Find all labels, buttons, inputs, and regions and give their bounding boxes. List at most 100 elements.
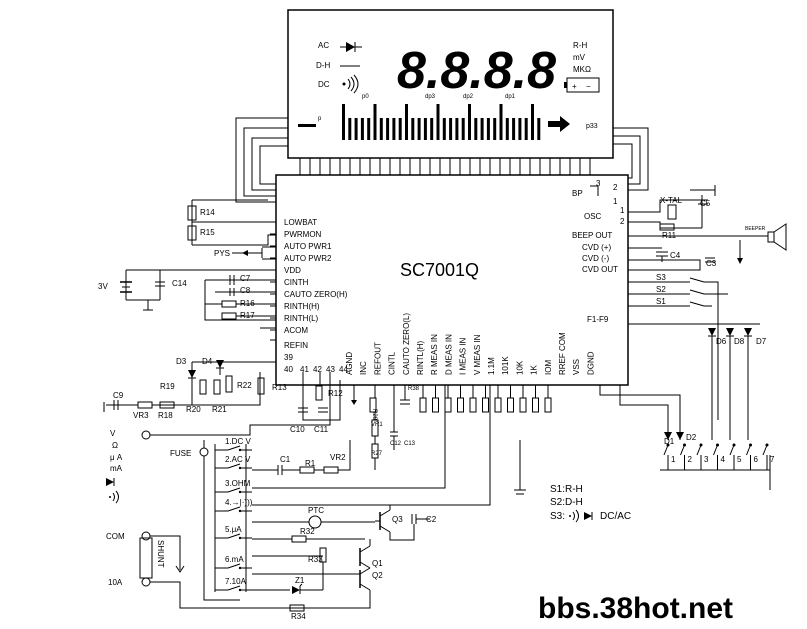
- bargraph-segment: [474, 118, 478, 140]
- switch-number: 2: [688, 455, 693, 464]
- watermark: bbs.38hot.net: [538, 592, 733, 625]
- ic-pin-label: 1K: [530, 365, 539, 375]
- ic-pin-label: RINTL(H): [416, 340, 425, 375]
- bargraph-segment: [461, 118, 465, 140]
- r20-label: R20: [186, 405, 201, 414]
- bargraph-segment: [398, 118, 402, 140]
- lcd-dc-label: DC: [318, 80, 330, 89]
- bargraph-segment: [423, 118, 427, 140]
- ic-pin-label: ACOM: [284, 326, 308, 335]
- lcd-mkohm-label: MKΩ: [573, 65, 591, 74]
- bargraph-segment: [524, 118, 528, 140]
- ic-pin-label: IOM: [544, 360, 553, 375]
- r34-label: R34: [291, 612, 306, 621]
- legend-s3: S3:: [550, 511, 565, 522]
- ptc-label: PTC: [308, 506, 324, 515]
- fuse-label: FUSE: [170, 449, 191, 458]
- svg-text:43: 43: [326, 365, 335, 374]
- ic-pin-label: AUTO PWR2: [284, 254, 332, 263]
- bottom-resistor: [444, 397, 452, 413]
- right-support-circuit: X-TAL C5 R11 BEEPER C4 C3 S3 S2 S1 D6: [599, 185, 787, 490]
- r18-label: R18: [158, 411, 173, 420]
- lcd-connection-lines: [299, 158, 591, 175]
- d3-label: D3: [176, 357, 187, 366]
- range-switch-item: 4.→|·))): [225, 498, 253, 507]
- c2-label: C2: [426, 515, 437, 524]
- ic-pin-label: VDD: [284, 266, 301, 275]
- bargraph-segment: [430, 118, 434, 140]
- 10a-jack: [141, 577, 151, 587]
- lcd-mv-label: mV: [573, 53, 586, 62]
- vr1-label: VR1: [371, 422, 383, 428]
- ic-beep-out: BEEP OUT: [572, 231, 612, 240]
- bargraph-segment: [480, 118, 484, 140]
- battery-icon: + −: [564, 77, 600, 93]
- bargraph-segment: [373, 104, 377, 140]
- r14-label: R14: [200, 208, 215, 217]
- q2-label: Q2: [372, 571, 383, 580]
- lcd-dp2-label: dp2: [463, 94, 474, 100]
- svg-text:p: p: [318, 116, 322, 122]
- pys-label: PYS: [214, 249, 230, 258]
- range-switch-item: 3.OHM: [225, 479, 251, 488]
- range-switch-item: 5.μA: [225, 525, 242, 534]
- ic-pin-label: V MEAS IN: [473, 334, 482, 375]
- bargraph-segment: [392, 118, 396, 140]
- ic-pin-label: VSS: [572, 359, 581, 375]
- ic-pin-label: RREF COM: [558, 332, 567, 375]
- ic-pin-label: DGND: [586, 351, 595, 375]
- r1-label: R1: [305, 459, 316, 468]
- bargraph-segment: [342, 104, 345, 140]
- com-jack: [141, 531, 151, 541]
- bargraph-segment: [505, 118, 509, 140]
- r15-label: R15: [200, 228, 215, 237]
- lcd-dp1-label: dp1: [505, 94, 516, 100]
- d7-label: D7: [756, 337, 767, 346]
- d1-label: D1: [664, 437, 675, 446]
- s2-label: S2: [656, 285, 666, 294]
- bargraph-segment: [367, 118, 371, 140]
- bargraph-minus-icon: p: [298, 116, 322, 127]
- lcd-p0-label: p0: [362, 94, 369, 100]
- ic-pin-label: CINTL: [388, 351, 397, 375]
- vr3-label: VR3: [133, 411, 149, 420]
- ic-pin-label: RINTH(L): [284, 314, 319, 323]
- legend-beeper-icon: [569, 509, 579, 523]
- ic-pin-label: CAUTO ZERO(H): [284, 290, 348, 299]
- legend-s3-value: DC/AC: [600, 511, 631, 522]
- bottom-resistor: [519, 397, 527, 413]
- ic-pin-label: I MEAS IN: [459, 337, 468, 375]
- lcd-p33-label: p33: [586, 123, 598, 130]
- input-v-jack: [141, 430, 151, 440]
- ic-f1-f9: F1-F9: [587, 315, 609, 324]
- xtal-label: X-TAL: [660, 196, 683, 205]
- bottom-resistor: [494, 397, 502, 413]
- com-label: COM: [106, 532, 125, 541]
- q3-transistor-icon: [375, 509, 391, 533]
- svg-text:40: 40: [284, 365, 293, 374]
- ic-bp: BP: [572, 189, 583, 198]
- r32-label: R32: [300, 527, 315, 536]
- c5-label: C5: [700, 199, 711, 208]
- input-v-label: V: [110, 429, 116, 438]
- s1-label: S1: [656, 297, 666, 306]
- r19-label: R19: [160, 382, 175, 391]
- lcd-dh-label: D-H: [316, 61, 330, 70]
- bargraph-segment: [354, 118, 358, 140]
- ic-name: SC7001Q: [400, 260, 479, 280]
- r13-label: R13: [272, 383, 287, 392]
- diodes-d6-d8-d7: [628, 323, 760, 440]
- svg-text:1: 1: [620, 206, 625, 215]
- bargraph-segment: [486, 118, 490, 140]
- svg-text:1: 1: [613, 197, 618, 206]
- d2-label: D2: [686, 433, 697, 442]
- legend-s2: S2:D-H: [550, 497, 583, 508]
- c3-label: C3: [706, 259, 717, 268]
- svg-text:44: 44: [339, 365, 348, 374]
- r38-label: R38: [408, 386, 420, 392]
- ic-pin-label: AGND: [345, 352, 354, 375]
- bargraph-segment: [493, 118, 497, 140]
